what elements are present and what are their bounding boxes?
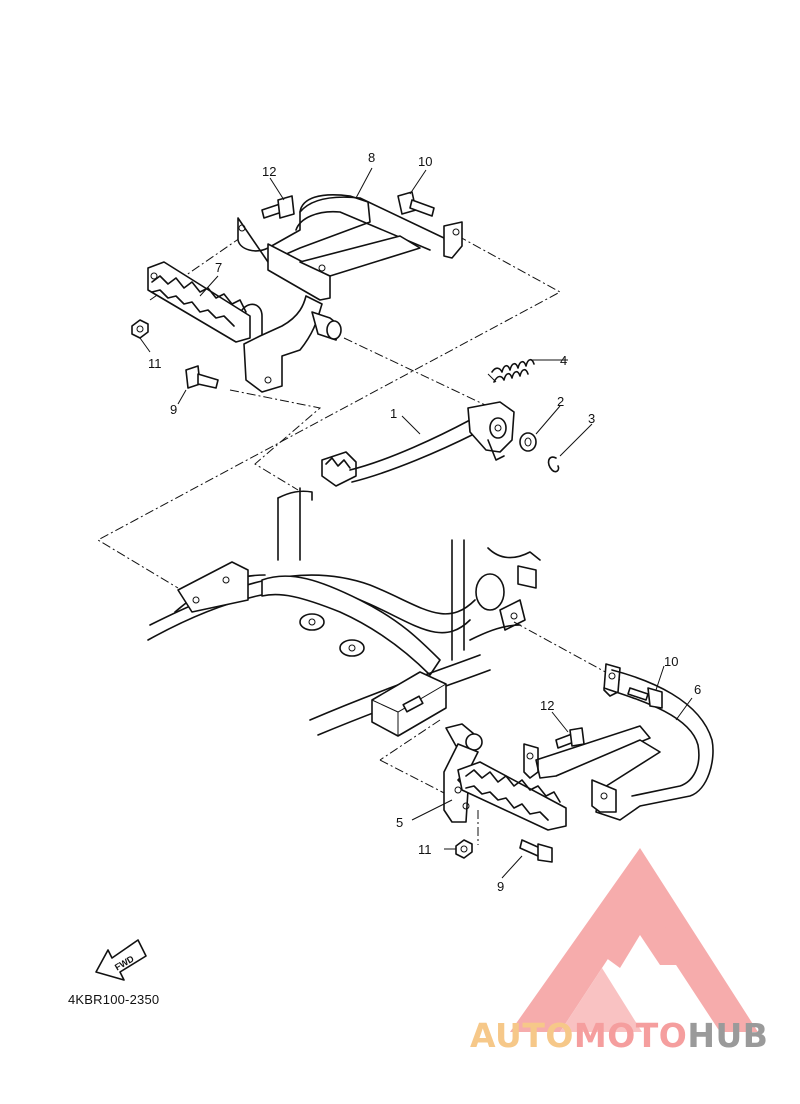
assembly-leader-lines (96, 235, 621, 845)
bolt-9-upper (185, 365, 219, 389)
frame-assembly (147, 487, 541, 737)
part-5-footrest-right (443, 723, 567, 831)
bolt-10-upper (397, 191, 435, 217)
callout-6: 6 (694, 682, 701, 697)
watermark-part3: HUB (687, 1016, 769, 1055)
callout-5: 5 (396, 815, 403, 830)
part-7-footrest-left (147, 261, 342, 393)
callout-4: 4 (560, 353, 567, 368)
callout-leader-lines (139, 167, 693, 879)
triangle-m-logo (510, 848, 758, 1032)
watermark-wordmark: AUTOMOTOHUB (470, 1016, 800, 1066)
callout-9-upper: 9 (170, 402, 177, 417)
callout-10-upper: 10 (418, 154, 432, 169)
callout-10-lower: 10 (664, 654, 678, 669)
callout-7: 7 (215, 260, 222, 275)
part-3-circlip (547, 456, 560, 473)
part-1-brake-pedal (321, 401, 515, 487)
callout-3: 3 (588, 411, 595, 426)
fwd-arrow-icon: FWD (95, 939, 147, 981)
bolt-9-lower (519, 839, 553, 863)
diagram-code: 4KBR100-2350 (68, 992, 160, 1007)
callout-8: 8 (368, 150, 375, 165)
nut-11-lower (455, 839, 473, 859)
callout-12-lower: 12 (540, 698, 554, 713)
bolt-12-upper (261, 195, 295, 219)
callout-9-lower: 9 (497, 879, 504, 894)
callout-12-upper: 12 (262, 164, 276, 179)
callout-11-lower: 11 (418, 842, 432, 857)
part-2-washer (519, 432, 537, 452)
callout-11-upper: 11 (148, 356, 162, 371)
part-4-spring (487, 358, 535, 383)
part-6-footrest-bracket (523, 663, 714, 821)
watermark-part1: AUTO (470, 1016, 574, 1055)
part-8-footrest-bracket (237, 194, 463, 301)
bolt-10-lower (627, 687, 663, 709)
callout-1: 1 (390, 406, 397, 421)
watermark-part2: MOTO (573, 1016, 688, 1055)
callout-2: 2 (557, 394, 564, 409)
nut-11-upper (131, 319, 149, 339)
bolt-12-lower (555, 727, 585, 749)
callout-labels: 1 2 3 4 5 6 7 8 9 9 10 10 11 11 12 12 (148, 150, 701, 894)
